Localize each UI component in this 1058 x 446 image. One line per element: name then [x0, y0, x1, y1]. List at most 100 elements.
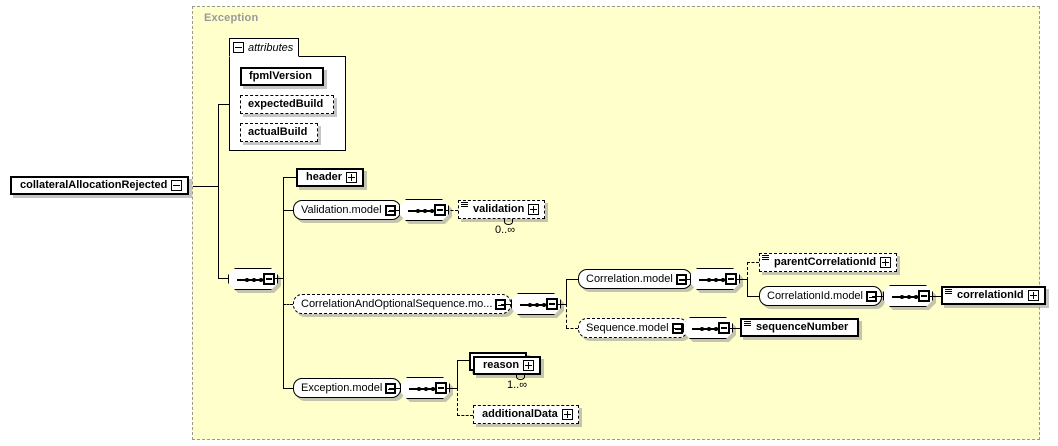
model-label-correlation: Correlation.model — [586, 272, 673, 285]
attribute-label-expected-build: expectedBuild — [248, 98, 324, 110]
collapse-icon-root-sequence[interactable] — [263, 273, 275, 285]
element-header[interactable]: header — [296, 168, 365, 187]
attribute-label-fpml-version: fpmlVersion — [249, 70, 312, 82]
expand-icon-header[interactable] — [346, 172, 358, 183]
attribute-expected-build[interactable]: expectedBuild — [240, 95, 335, 114]
connector-cor-opt-seq-model-out — [501, 304, 511, 305]
attribute-actual-build[interactable]: actualBuild — [240, 123, 319, 142]
repeat-bars-icon-sequence-number — [744, 321, 751, 326]
model-label-correlation-and-optional-sequence: CorrelationAndOptionalSequence.mo... — [301, 297, 493, 310]
element-label-parent-correlation-id: parentCorrelationId — [774, 256, 877, 268]
attribute-fpml-version[interactable]: fpmlVersion — [240, 67, 324, 86]
repeat-bars-icon-parent-correlation-id — [762, 255, 769, 260]
expand-icon-additional-data[interactable] — [561, 409, 573, 420]
attributes-tab-label: attributes — [248, 41, 294, 54]
connector-to-exception-model — [283, 388, 293, 389]
connector-root-vertical — [218, 104, 219, 279]
connector-sequence-model-out — [672, 328, 683, 329]
element-reason[interactable]: reason — [473, 356, 542, 375]
sequence-icon-sequence — [692, 327, 726, 331]
element-label-correlation-id: correlationId — [957, 289, 1024, 301]
sequence-icon-root — [237, 278, 271, 282]
element-label-additional-data: additionalData — [482, 408, 558, 420]
collapse-icon-root[interactable] — [171, 180, 183, 191]
root-element-label: collateralAllocationRejected — [20, 179, 168, 191]
cardinality-tick-validation — [504, 219, 513, 225]
element-parent-correlation-id[interactable]: parentCorrelationId — [759, 253, 898, 272]
sequence-icon-validation — [408, 209, 442, 213]
attributes-tab[interactable]: attributes — [229, 38, 300, 57]
model-group-correlation[interactable]: Correlation.model — [578, 269, 692, 289]
connector-correlationid-model-out — [872, 296, 883, 297]
connector-reason-branch-bar — [457, 360, 458, 389]
expand-icon-correlation-id[interactable] — [1027, 290, 1039, 301]
connector-to-cor-opt-seq-model — [283, 304, 293, 305]
expand-icon-reason[interactable] — [523, 360, 535, 371]
collapse-icon-validation-sequence[interactable] — [434, 204, 446, 216]
model-group-correlation-id[interactable]: CorrelationId.model — [759, 286, 882, 306]
collapse-icon-exception-sequence[interactable] — [435, 382, 447, 394]
sequence-icon-correlationid — [892, 295, 926, 299]
model-label-exception: Exception.model — [301, 381, 383, 394]
connector-exception-model-out — [389, 388, 400, 389]
repeat-bars-icon-validation — [461, 202, 468, 207]
collapse-icon-corrid-sequence[interactable] — [918, 290, 930, 302]
repeat-bars-icon-correlation-id — [945, 289, 952, 294]
model-group-correlation-and-optional-sequence[interactable]: CorrelationAndOptionalSequence.mo... — [293, 294, 512, 314]
attribute-label-actual-build: actualBuild — [248, 126, 308, 138]
cardinality-validation: 0..∞ — [495, 224, 516, 236]
connector-correlation-model-out — [679, 279, 690, 280]
cardinality-tick-reason — [516, 374, 525, 380]
model-label-correlation-id: CorrelationId.model — [767, 289, 863, 302]
connector-to-reason — [457, 360, 473, 361]
cardinality-reason: 1..∞ — [507, 379, 528, 391]
collapse-icon-attributes[interactable] — [233, 42, 244, 53]
connector-to-sequence-model — [566, 328, 578, 329]
connector-to-validation-model — [283, 210, 293, 211]
connector-to-sequence-number — [730, 328, 740, 329]
connector-to-validation-element — [446, 210, 458, 211]
element-label-header: header — [306, 171, 343, 183]
sequence-icon-correlation — [699, 278, 733, 282]
collapse-icon-correlation-sequence[interactable] — [725, 273, 737, 285]
connector-cor-opt-sequence-out — [558, 304, 566, 305]
connector-parent-correlation-branch — [747, 262, 748, 280]
connector-trunk-to-root-sequence — [218, 278, 229, 279]
connector-to-correlationid-model — [747, 296, 759, 297]
connector-main-branch-bar — [283, 177, 284, 388]
element-label-validation: validation — [473, 203, 525, 215]
sequence-icon-cor-opt — [520, 303, 554, 307]
element-correlation-id[interactable]: correlationId — [941, 286, 1046, 305]
element-label-sequence-number: sequenceNumber — [756, 321, 849, 333]
element-validation[interactable]: validation — [458, 200, 546, 219]
connector-to-correlation-model — [566, 279, 578, 280]
connector-root-trunk — [193, 186, 219, 187]
collapse-icon-sequence-sequence[interactable] — [718, 322, 730, 334]
connector-validation-model-out — [389, 210, 399, 211]
element-sequence-number[interactable]: sequenceNumber — [740, 318, 860, 337]
model-label-sequence: Sequence.model — [586, 321, 669, 334]
expand-icon-parent-correlation-id[interactable] — [880, 257, 892, 268]
connector-correlationid-branch — [747, 279, 748, 297]
connector-to-header — [283, 177, 296, 178]
element-collateral-allocation-rejected[interactable]: collateralAllocationRejected — [10, 176, 190, 195]
model-label-validation: Validation.model — [301, 203, 382, 216]
sequence-icon-exception — [409, 387, 443, 391]
model-group-exception[interactable]: Exception.model — [293, 378, 402, 398]
connector-correlation-branch-bar — [566, 279, 567, 305]
connector-to-correlation-id-element — [930, 296, 941, 297]
connector-correlation-sequence-out — [737, 279, 747, 280]
collapse-icon-cor-opt-sequence[interactable] — [546, 298, 558, 310]
connector-root-sequence-out — [275, 278, 284, 279]
connector-additional-data-branch-bar — [457, 388, 458, 416]
element-label-reason: reason — [483, 359, 520, 371]
expand-icon-validation[interactable] — [528, 204, 540, 215]
model-group-validation[interactable]: Validation.model — [293, 200, 401, 220]
element-additional-data[interactable]: additionalData — [473, 405, 579, 424]
exception-container-label: Exception — [204, 12, 259, 24]
connector-to-parent-correlation-id — [747, 262, 759, 263]
connector-sequence-branch-bar — [566, 304, 567, 328]
connector-to-additional-data — [457, 415, 473, 416]
connector-exception-sequence-out — [447, 388, 457, 389]
connector-to-attributes — [218, 104, 230, 105]
